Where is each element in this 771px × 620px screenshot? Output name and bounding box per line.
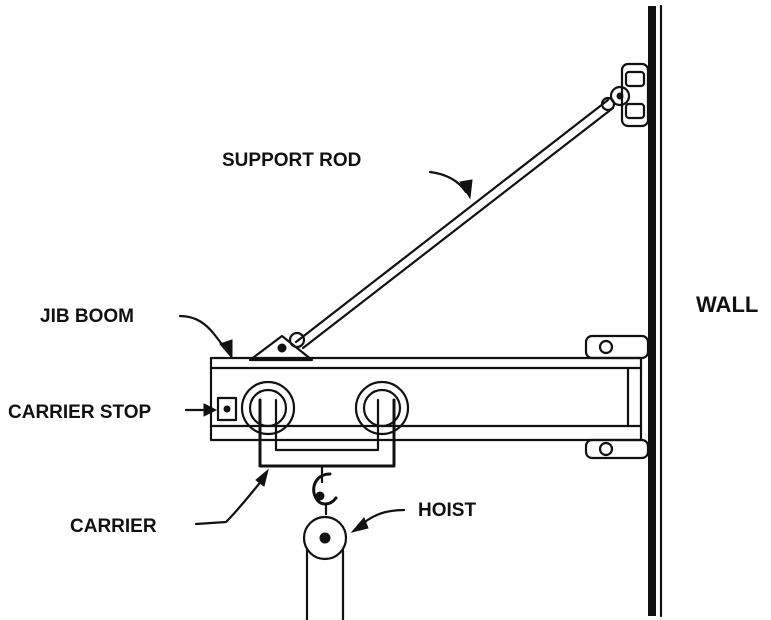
carrier-leader <box>194 468 269 526</box>
upper-wall-bracket <box>609 62 650 128</box>
support-rod <box>288 96 616 350</box>
carrier-wheel-left <box>240 380 296 436</box>
carrier-stop-label: CARRIER STOP <box>8 402 152 423</box>
carrier-stop-leader <box>184 403 218 417</box>
carrier-label: CARRIER <box>70 516 157 537</box>
carrier-frame <box>258 398 396 468</box>
hoist-label: HOIST <box>418 500 476 521</box>
jib-boom <box>209 356 643 442</box>
wall-label: WALL <box>696 292 758 317</box>
boom-hinge-bracket <box>584 334 650 460</box>
support-rod-label: SUPPORT ROD <box>222 150 361 171</box>
carrier-wheel-right <box>354 380 410 436</box>
carrier-stop <box>216 396 238 422</box>
rod-gusset <box>248 334 314 362</box>
hoist <box>302 464 348 620</box>
jib-boom-label: JIB BOOM <box>40 306 134 327</box>
hoist-leader <box>350 508 406 533</box>
jib-boom-leader <box>178 314 233 360</box>
support-rod-leader <box>428 170 473 200</box>
wall <box>648 4 663 618</box>
